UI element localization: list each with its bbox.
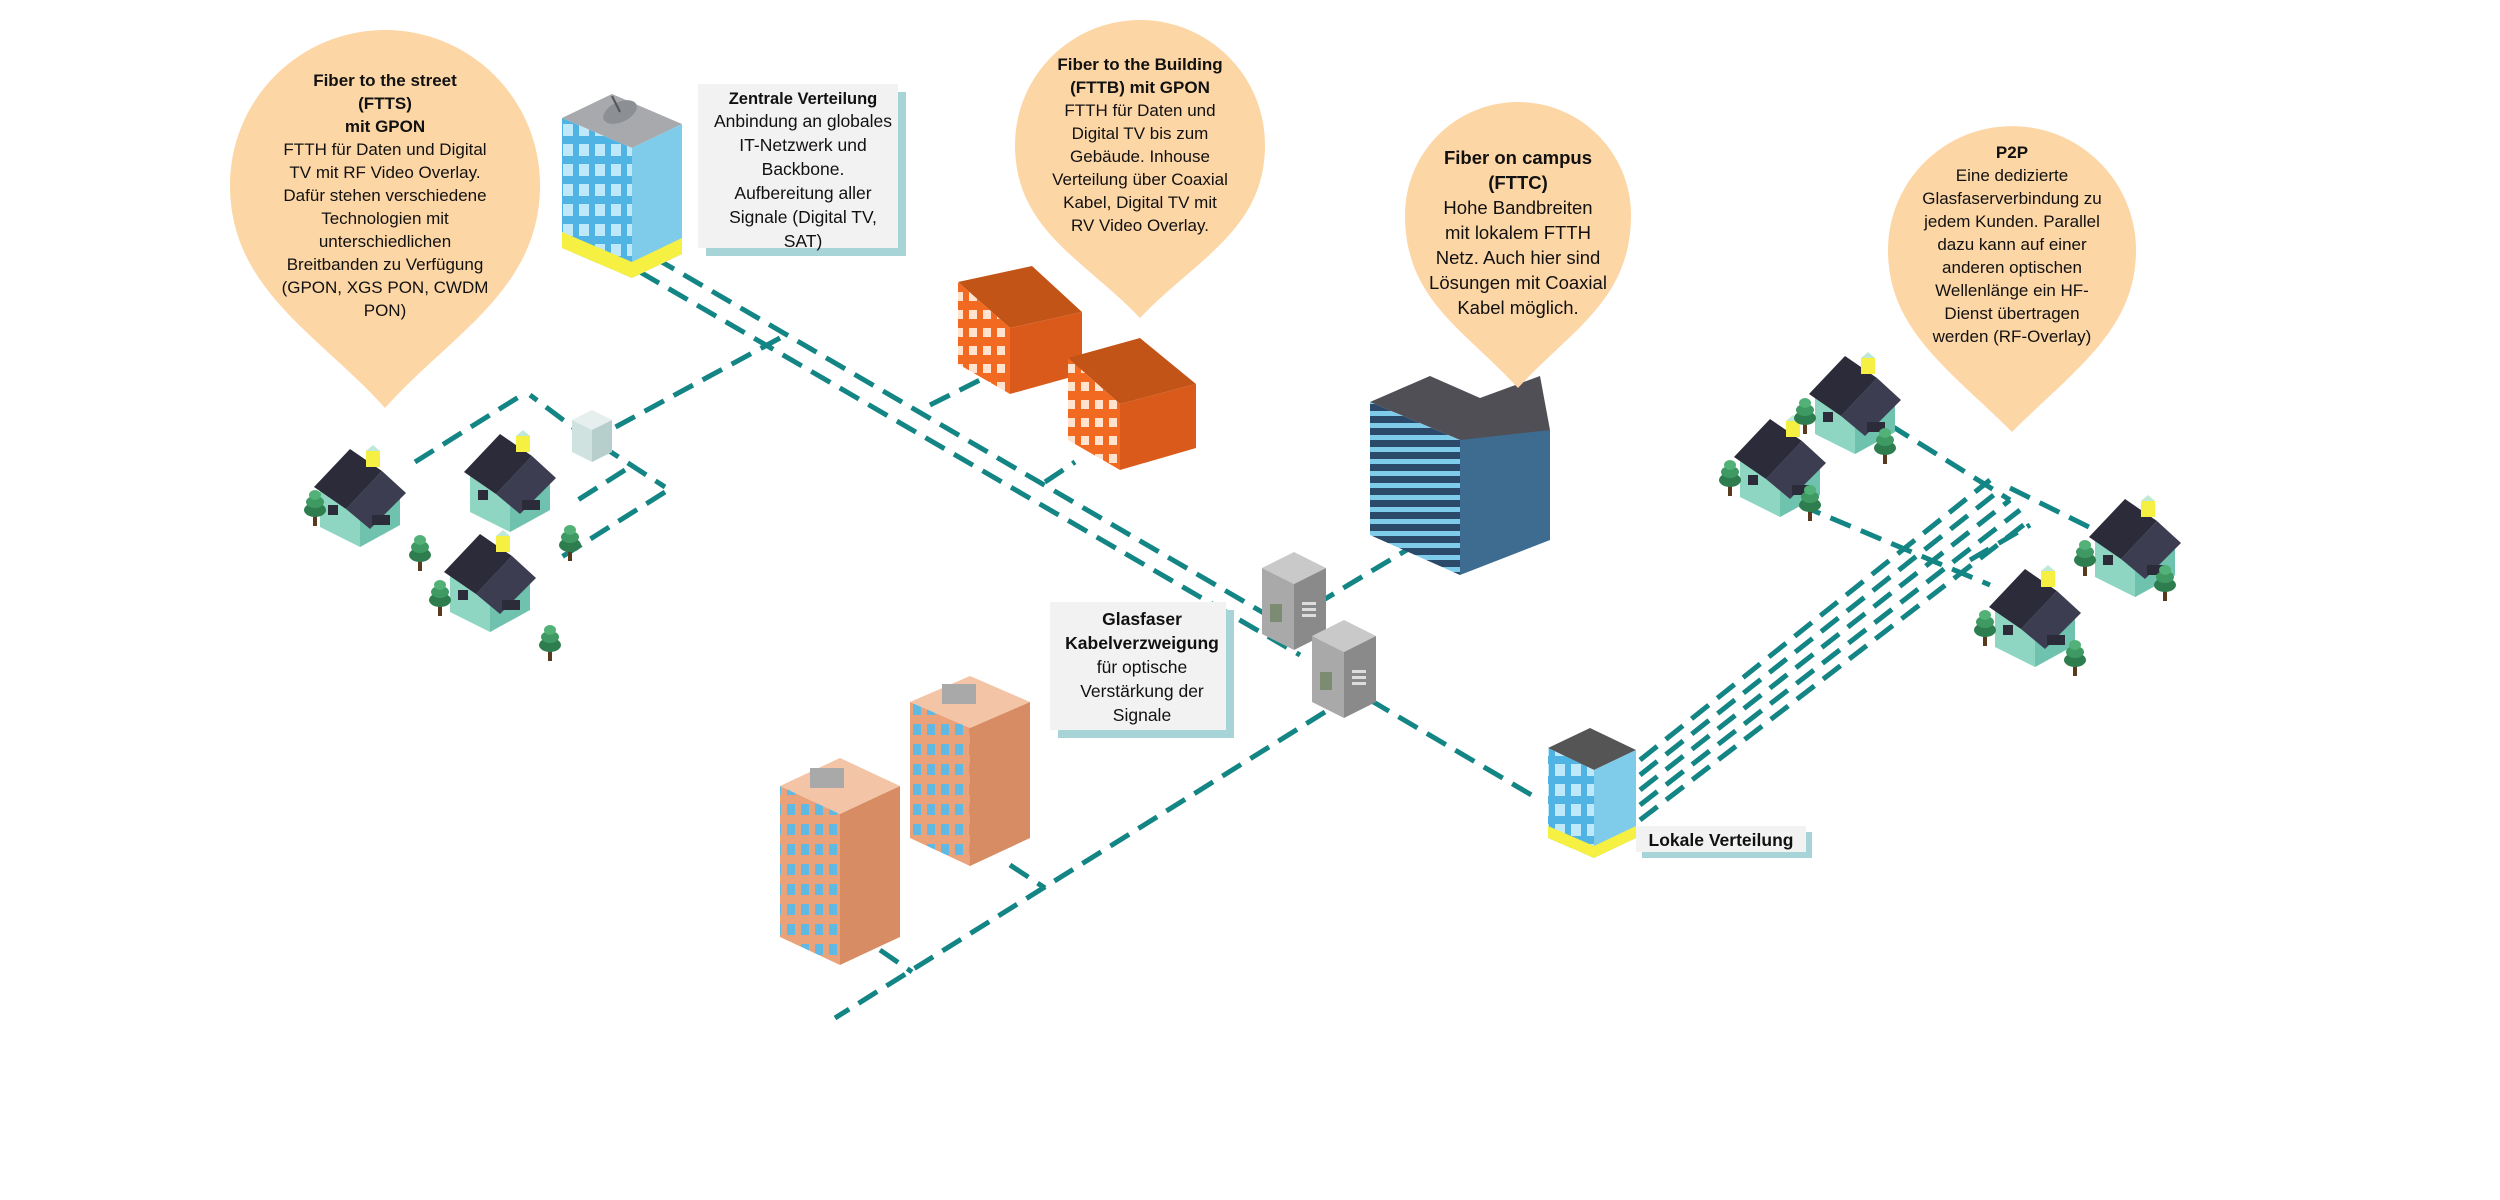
svg-text:Fiber on campus: Fiber on campus: [1444, 147, 1592, 168]
svg-text:FTTH für Daten und: FTTH für Daten und: [1064, 101, 1215, 120]
svg-text:Anbindung an globales: Anbindung an globales: [714, 111, 892, 131]
tree-icon: [1974, 610, 1996, 646]
svg-text:Glasfaser: Glasfaser: [1102, 609, 1182, 629]
campus-building-icon: [1370, 376, 1550, 575]
office-tower-icon: [1548, 728, 1636, 858]
svg-text:Kabelverzweigung: Kabelverzweigung: [1065, 633, 1219, 653]
svg-text:Kabel, Digital TV mit: Kabel, Digital TV mit: [1063, 193, 1217, 212]
callout-fttc: Fiber on campus (FTTC) Hohe Bandbreiten …: [1405, 102, 1631, 388]
fttb-building-1: [958, 266, 1082, 394]
fiber-ftts-house2: [568, 467, 627, 508]
fiber-southwest-trunk: [833, 709, 1327, 1021]
fiber-brick-a: [878, 947, 914, 975]
fiber-p2p-4: [1638, 508, 2022, 807]
svg-text:Breitbanden zu Verfügung: Breitbanden zu Verfügung: [287, 255, 484, 274]
svg-text:Verstärkung der: Verstärkung der: [1080, 681, 1204, 701]
tree-icon: [1719, 460, 1741, 496]
svg-text:Netz. Auch hier sind: Netz. Auch hier sind: [1436, 247, 1601, 268]
svg-text:Lösungen mit Coaxial: Lösungen mit Coaxial: [1429, 272, 1607, 293]
svg-text:Backbone.: Backbone.: [762, 159, 845, 179]
fiber-p2p-2: [1638, 488, 2002, 777]
ftts-splitter-box: [572, 410, 612, 462]
tree-icon: [2074, 540, 2096, 576]
svg-text:Kabel möglich.: Kabel möglich.: [1457, 297, 1578, 318]
brick-building-1: [780, 758, 900, 965]
svg-text:Eine dedizierte: Eine dedizierte: [1956, 166, 2068, 185]
fiber-p2p-5: [1638, 518, 2032, 822]
satellite-dish-icon: [603, 95, 637, 124]
svg-text:unterschiedlichen: unterschiedlichen: [319, 232, 451, 251]
svg-text:SAT): SAT): [784, 231, 823, 251]
svg-text:(FTTS): (FTTS): [358, 94, 412, 113]
svg-text:mit lokalem FTTH: mit lokalem FTTH: [1445, 222, 1591, 243]
svg-text:Dafür stehen verschiedene: Dafür stehen verschiedene: [283, 186, 486, 205]
fiber-ftts-branch: [608, 335, 782, 433]
fiber-trunk-a: [653, 255, 1312, 643]
callout-fttb: Fiber to the Building (FTTB) mit GPON FT…: [1015, 20, 1265, 318]
fiber-p2p-h1: [1888, 422, 2012, 503]
house-icon: [464, 430, 556, 532]
fiber-p2p-1: [1638, 478, 1992, 762]
brick-building-2: [910, 676, 1030, 866]
svg-text:Gebäude. Inhouse: Gebäude. Inhouse: [1070, 147, 1210, 166]
svg-text:Digital TV bis zum: Digital TV bis zum: [1072, 124, 1209, 143]
house-icon: [444, 530, 536, 632]
fiber-brick-b: [1008, 862, 1047, 891]
svg-text:TV mit RF Video Overlay.: TV mit RF Video Overlay.: [289, 163, 480, 182]
svg-text:FTTH für Daten und Digital: FTTH für Daten und Digital: [283, 140, 486, 159]
svg-text:Hohe Bandbreiten: Hohe Bandbreiten: [1443, 197, 1592, 218]
svg-text:werden (RF-Overlay): werden (RF-Overlay): [1932, 327, 2092, 346]
house-icon: [314, 445, 406, 547]
svg-text:Signale (Digital TV,: Signale (Digital TV,: [729, 207, 877, 227]
svg-text:Dienst übertragen: Dienst übertragen: [1944, 304, 2079, 323]
svg-text:Signale: Signale: [1113, 705, 1171, 725]
fiber-fttb-b: [1043, 459, 1077, 485]
svg-text:RV Video Overlay.: RV Video Overlay.: [1071, 216, 1209, 235]
svg-text:jedem Kunden. Parallel: jedem Kunden. Parallel: [1923, 212, 2100, 231]
svg-text:Zentrale Verteilung: Zentrale Verteilung: [729, 90, 878, 108]
svg-text:dazu kann auf einer: dazu kann auf einer: [1937, 235, 2087, 254]
tree-icon: [539, 625, 561, 661]
svg-text:(FTTB) mit GPON: (FTTB) mit GPON: [1070, 78, 1210, 97]
zentrale-tower: [562, 94, 682, 278]
fiber-fttc: [1313, 527, 1442, 608]
svg-text:für optische: für optische: [1097, 657, 1187, 677]
svg-text:Wellenlänge ein HF-: Wellenlänge ein HF-: [1935, 281, 2089, 300]
callout-p2p: P2P Eine dedizierte Glasfaserverbindung …: [1888, 126, 2136, 432]
fiber-lines: [413, 255, 2097, 1021]
fiber-p2p-h3: [2008, 485, 2097, 533]
svg-text:mit GPON: mit GPON: [345, 117, 425, 136]
tree-icon: [429, 580, 451, 616]
svg-text:(GPON, XGS PON, CWDM: (GPON, XGS PON, CWDM: [282, 278, 489, 297]
street-cabinet-icon: [1312, 620, 1376, 718]
fiber-ftts-loop-top: [413, 390, 527, 465]
box-zentrale-verteilung: Zentrale Verteilung Anbindung an globale…: [698, 84, 906, 256]
svg-text:anderen optischen: anderen optischen: [1942, 258, 2082, 277]
fiber-to-lokale: [1368, 697, 1542, 803]
svg-text:Aufbereitung aller: Aufbereitung aller: [734, 183, 871, 203]
svg-text:Lokale Verteilung: Lokale Verteilung: [1649, 830, 1794, 850]
svg-text:P2P: P2P: [1996, 143, 2028, 162]
svg-text:IT-Netzwerk und: IT-Netzwerk und: [739, 135, 866, 155]
svg-text:Verteilung über Coaxial: Verteilung über Coaxial: [1052, 170, 1228, 189]
tree-icon: [409, 535, 431, 571]
fiber-p2p-3: [1638, 498, 2012, 792]
fiber-fttb-a: [928, 372, 992, 408]
box-lokale-verteilung: Lokale Verteilung: [1636, 826, 1812, 858]
box-kabelverzweigung: Glasfaser Kabelverzweigung für optische …: [1050, 602, 1234, 738]
fttb-building-2: [1068, 338, 1196, 470]
svg-text:(FTTC): (FTTC): [1488, 172, 1548, 193]
callout-ftts: Fiber to the street (FTTS) mit GPON FTTH…: [230, 30, 540, 408]
fiber-trunk-b: [638, 269, 1302, 658]
svg-text:Fiber to the Building: Fiber to the Building: [1057, 55, 1222, 74]
fiber-p2p-h2: [1799, 502, 1991, 588]
svg-text:Technologien mit: Technologien mit: [321, 209, 449, 228]
svg-text:Glasfaserverbindung zu: Glasfaserverbindung zu: [1922, 189, 2102, 208]
svg-text:PON): PON): [364, 301, 407, 320]
svg-text:Fiber to the street: Fiber to the street: [313, 71, 457, 90]
fiber-p2p-h4: [1968, 522, 2032, 563]
